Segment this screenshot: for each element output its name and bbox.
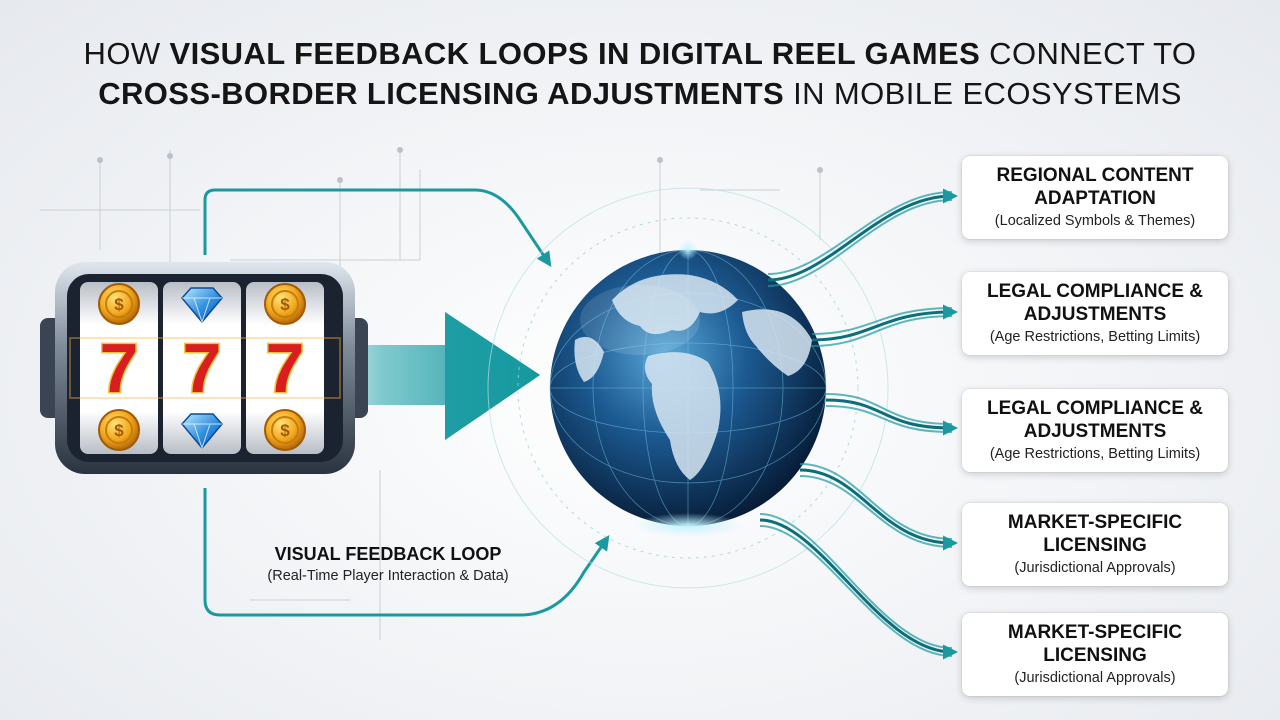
connector-line bbox=[759, 525, 953, 657]
diamond-icon bbox=[181, 287, 223, 324]
outcome-box-market-licensing-2: MARKET-SPECIFIC LICENSING (Jurisdictiona… bbox=[962, 613, 1228, 696]
svg-text:7: 7 bbox=[100, 329, 139, 407]
svg-text:7: 7 bbox=[183, 329, 222, 407]
svg-text:$: $ bbox=[114, 295, 124, 314]
feedback-loop-arrow-bottom bbox=[203, 488, 610, 617]
connector-line bbox=[767, 191, 953, 275]
coin-icon: $ bbox=[264, 283, 306, 325]
feedback-loop-subtext: (Real-Time Player Interaction & Data) bbox=[267, 568, 509, 584]
svg-text:$: $ bbox=[114, 421, 124, 440]
globe-icon bbox=[487, 187, 889, 589]
seven-icon: 7 bbox=[181, 328, 223, 409]
outcome-box-market-licensing: MARKET-SPECIFIC LICENSING (Jurisdictiona… bbox=[962, 503, 1228, 586]
outcome-subtext: (Jurisdictional Approvals) bbox=[1014, 670, 1176, 686]
seven-icon: 7 bbox=[98, 328, 140, 409]
payline bbox=[69, 337, 341, 399]
big-flow-arrow bbox=[300, 312, 540, 440]
title-bold: VISUAL FEEDBACK LOOPS IN DIGITAL REEL GA… bbox=[169, 36, 981, 71]
coin-icon: $ bbox=[264, 409, 306, 451]
feedback-loop-label: VISUAL FEEDBACK LOOP (Real-Time Player I… bbox=[238, 542, 538, 586]
reel bbox=[163, 282, 241, 454]
connector-line bbox=[767, 188, 958, 282]
connector-lines bbox=[759, 188, 958, 660]
outcome-subtext: (Jurisdictional Approvals) bbox=[1014, 560, 1176, 576]
connector-line bbox=[759, 518, 958, 660]
diamond-icon bbox=[181, 413, 223, 450]
outcome-heading: MARKET-SPECIFIC LICENSING bbox=[1007, 622, 1183, 666]
connector-line bbox=[825, 398, 958, 436]
page-title: HOW VISUAL FEEDBACK LOOPS IN DIGITAL REE… bbox=[0, 34, 1280, 114]
connector-line bbox=[811, 307, 953, 335]
connector-line bbox=[825, 405, 953, 433]
connector-line bbox=[799, 475, 953, 548]
title-plain: CONNECT TO bbox=[980, 36, 1197, 71]
outcome-box-legal-compliance-2: LEGAL COMPLIANCE & ADJUSTMENTS (Age Rest… bbox=[962, 389, 1228, 472]
svg-text:$: $ bbox=[280, 421, 290, 440]
seven-icon: 7 bbox=[264, 328, 306, 409]
reel bbox=[80, 282, 158, 454]
connector-line bbox=[811, 315, 953, 347]
slot-machine-icon: $7 $7 $7 $ bbox=[40, 262, 368, 474]
svg-text:$: $ bbox=[280, 295, 290, 314]
connector-line bbox=[767, 199, 953, 287]
coin-icon: $ bbox=[98, 283, 140, 325]
background-circuit-lines bbox=[40, 150, 821, 640]
feedback-loop-heading: VISUAL FEEDBACK LOOP bbox=[274, 544, 502, 564]
coin-icon: $ bbox=[98, 409, 140, 451]
background-dots bbox=[97, 147, 823, 183]
connector-line bbox=[799, 463, 953, 540]
title-plain: HOW bbox=[83, 36, 170, 71]
outcome-box-legal-compliance: LEGAL COMPLIANCE & ADJUSTMENTS (Age Rest… bbox=[962, 272, 1228, 355]
outcome-heading: MARKET-SPECIFIC LICENSING bbox=[1007, 512, 1183, 556]
feedback-loop-arrow-top bbox=[203, 188, 552, 267]
outcome-box-regional-content: REGIONAL CONTENT ADAPTATION (Localized S… bbox=[962, 156, 1228, 239]
outcome-heading: LEGAL COMPLIANCE & ADJUSTMENTS bbox=[986, 398, 1204, 442]
outcome-subtext: (Localized Symbols & Themes) bbox=[994, 213, 1196, 229]
outcome-heading: REGIONAL CONTENT ADAPTATION bbox=[996, 165, 1194, 209]
connector-line bbox=[825, 393, 953, 425]
title-bold: CROSS-BORDER LICENSING ADJUSTMENTS bbox=[98, 76, 785, 111]
title-plain: IN MOBILE ECOSYSTEMS bbox=[784, 76, 1182, 111]
reel bbox=[246, 282, 324, 454]
svg-text:7: 7 bbox=[266, 329, 305, 407]
outcome-subtext: (Age Restrictions, Betting Limits) bbox=[989, 329, 1201, 345]
connector-line bbox=[811, 304, 958, 342]
outcome-heading: LEGAL COMPLIANCE & ADJUSTMENTS bbox=[986, 281, 1204, 325]
connector-line bbox=[759, 513, 953, 649]
connector-line bbox=[799, 468, 958, 551]
outcome-subtext: (Age Restrictions, Betting Limits) bbox=[989, 446, 1201, 462]
